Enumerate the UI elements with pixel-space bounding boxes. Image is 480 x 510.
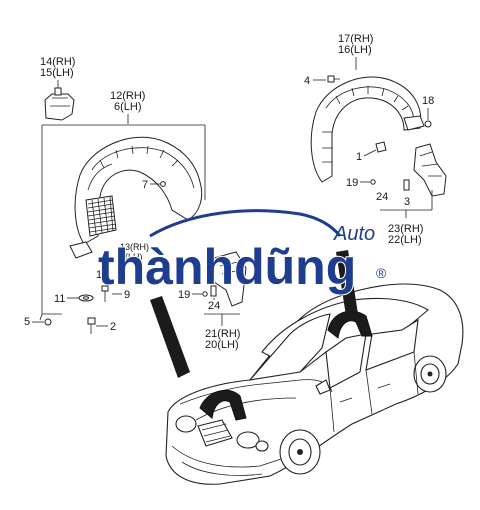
car-windshield [248, 313, 331, 381]
watermark-logo: thànhdũng Auto ® [97, 209, 387, 296]
label-2: 2 [110, 321, 116, 333]
car-mirror [315, 379, 331, 395]
watermark-brand: thànhdũng [98, 239, 356, 295]
label-4: 4 [304, 75, 310, 87]
label-19-left: 19 [178, 289, 190, 301]
label-17-rh: 17(RH) [338, 33, 373, 45]
label-7: 7 [142, 179, 148, 191]
clip-10-icon [102, 272, 110, 280]
watermark-registered-icon: ® [376, 265, 387, 281]
leader-arrow-right [336, 250, 358, 316]
liner-grille [85, 195, 117, 237]
screw-18-icon [424, 120, 432, 128]
label-24-right: 24 [376, 191, 388, 203]
label-18: 18 [422, 95, 434, 107]
car-headlight-left [175, 415, 197, 433]
clip-1-icon [375, 141, 387, 153]
car-grille [197, 419, 233, 447]
label-8-lh: 8(LH) [120, 252, 143, 262]
label-21-rh: 21(RH) [205, 328, 240, 340]
label-5: 5 [24, 316, 30, 328]
label-3: 3 [404, 196, 410, 208]
car-right-fender-liner-highlight [327, 310, 373, 339]
label-15-lh: 15(LH) [40, 67, 74, 79]
screw-9-icon [101, 285, 109, 302]
car-headlight-right [236, 431, 260, 449]
label-11: 11 [54, 293, 65, 305]
left-bracket-group: 14(RH) 15(LH) 12(RH) 6(LH) [24, 56, 206, 334]
label-16-lh: 16(LH) [338, 44, 372, 56]
label-20-lh: 20(LH) [205, 339, 239, 351]
screw-5-icon [44, 318, 52, 326]
screw-4-icon [327, 75, 340, 83]
car-wheel-front [279, 429, 321, 475]
label-23-rh: 23(RH) [388, 223, 423, 235]
watermark-auto: Auto [333, 223, 375, 245]
car-side-window-rear [365, 318, 419, 371]
watermark-car-arc [149, 209, 342, 238]
leader-arrow-left [150, 296, 190, 378]
label-19-right: 19 [346, 177, 358, 189]
car-illustration [150, 250, 464, 485]
right-bracket-group: 17(RH) 16(LH) 4 18 1 19 [304, 33, 447, 246]
car-wheel-rear [413, 355, 447, 393]
clip-part-14-15 [44, 87, 75, 121]
car-side-window-front [325, 333, 367, 389]
screw-19-left-icon [202, 291, 208, 297]
label-6-lh: 6(LH) [114, 101, 142, 113]
mud-flap-23-22 [413, 143, 447, 197]
center-bracket-group: 19 24 21(RH) 20(LH) [178, 251, 247, 351]
bolt-2-icon [87, 317, 96, 334]
car-left-fender-liner-highlight [199, 389, 247, 421]
label-12-rh: 12(RH) [110, 90, 145, 102]
label-14-rh: 14(RH) [40, 56, 75, 68]
label-1: 1 [356, 151, 362, 163]
screw-7-icon [160, 181, 166, 187]
screw-19-right-icon [370, 179, 376, 185]
label-22-lh: 22(LH) [388, 234, 422, 246]
clip-24-right-icon [403, 179, 410, 191]
right-inner-fender-liner [310, 76, 425, 183]
left-inner-fender-liner [69, 136, 203, 259]
label-13-rh: 13(RH) [120, 242, 149, 252]
label-9: 9 [124, 289, 130, 301]
label-24-left: 24 [208, 300, 220, 312]
